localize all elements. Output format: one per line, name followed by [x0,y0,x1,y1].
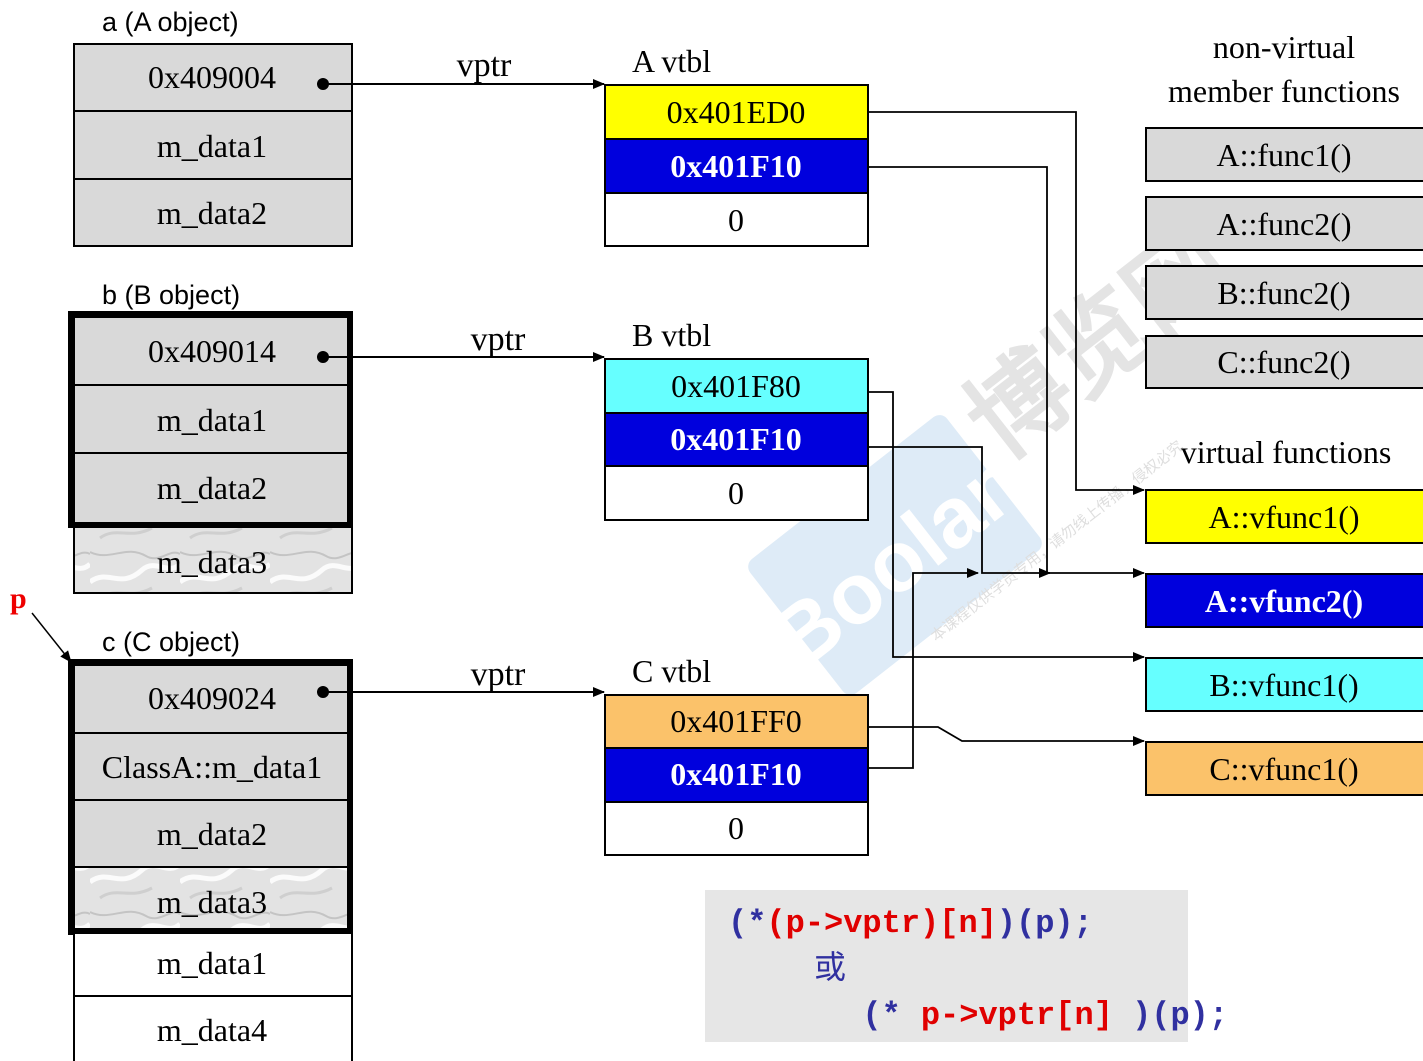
object-c-vptr-value: 0x409024 [148,680,276,716]
a-vtbl: A vtbl 0x401ED0 0x401F10 0 [605,43,868,246]
object-a: a (A object) 0x409004 m_data1 m_data2 [74,7,352,246]
object-b-title: b (B object) [102,280,240,310]
object-c-field: m_data2 [157,816,267,852]
code-line-1-expr: (p->vptr)[n] [766,905,996,942]
object-c-field: ClassA::m_data1 [102,749,322,785]
b-vtbl-entry: 0 [728,475,744,511]
vptr-arrows: vptr vptr vptr [323,47,604,693]
b-vtbl: B vtbl 0x401F80 0x401F10 0 [605,317,868,520]
b-vtbl-entry: 0x401F80 [671,368,801,404]
vptr-label: vptr [457,47,512,84]
virtual-item: B::vfunc1() [1209,667,1358,703]
b-vtbl-title: B vtbl [632,317,711,353]
c-vtbl-entry: 0x401FF0 [670,703,802,739]
a-vtbl-title: A vtbl [632,43,711,79]
vptr-label: vptr [471,656,526,693]
object-b-field: m_data1 [157,402,267,438]
object-c-extra-field: m_data1 [157,945,267,981]
object-c-title: c (C object) [102,627,240,657]
code-line-1: (*(p->vptr)[n])(p); [728,905,1093,942]
a-vtbl-entry: 0x401ED0 [667,94,806,130]
object-b: b (B object) 0x409014 m_data1 m_data2 m_… [71,280,352,593]
virtual-item: A::vfunc2() [1205,583,1363,619]
a-vtbl-entry: 0x401F10 [670,148,802,184]
virtual-item: C::vfunc1() [1209,751,1358,787]
object-c-field: m_data3 [157,884,267,920]
non-virtual-heading: non-virtual [1213,29,1355,65]
code-or: 或 [814,949,846,985]
virtual-item: A::vfunc1() [1208,499,1359,535]
code-line-3-expr: p->vptr[n] [921,997,1113,1034]
code-box: (*(p->vptr)[n])(p); 或 (*p->vptr[n] )(p); [705,890,1324,1042]
code-line-3-suffix: )(p); [1113,997,1228,1034]
c-vtbl-entry: 0 [728,810,744,846]
object-a-title: a (A object) [102,7,239,37]
virtual-heading: virtual functions [1181,434,1392,470]
vptr-label: vptr [471,321,526,358]
non-virtual-heading: member functions [1168,73,1400,109]
object-a-vptr-value: 0x409004 [148,59,276,95]
c-vtbl-entry: 0x401F10 [670,756,802,792]
non-virtual-item: A::func1() [1216,137,1351,173]
code-line-3-prefix: (* [862,997,900,1034]
non-virtual-item: B::func2() [1217,275,1350,311]
pointer-p: p [10,582,71,662]
object-b-extra-field: m_data3 [157,544,267,580]
object-a-field: m_data2 [157,195,267,231]
object-b-vptr-value: 0x409014 [148,333,276,369]
object-b-field: m_data2 [157,470,267,506]
object-c-extra-field: m_data4 [157,1012,267,1048]
object-a-field: m_data1 [157,128,267,164]
code-line-3: (* p->vptr[n] )(p); [728,997,1324,1034]
a-vtbl-entry: 0 [728,202,744,238]
object-c: c (C object) 0x409024 ClassA::m_data1 m_… [71,627,352,1061]
pointer-label: p [10,582,27,615]
code-line-1-prefix: (* [728,905,766,942]
b-vtbl-entry: 0x401F10 [670,421,802,457]
virtual-functions: virtual functions A::vfunc1() A::vfunc2(… [1146,434,1423,795]
non-virtual-item: C::func2() [1217,344,1350,380]
c-vtbl-title: C vtbl [632,653,711,689]
code-line-1-suffix: )(p); [997,905,1093,942]
non-virtual-item: A::func2() [1216,206,1351,242]
c-vtbl: C vtbl 0x401FF0 0x401F10 0 [605,653,868,855]
